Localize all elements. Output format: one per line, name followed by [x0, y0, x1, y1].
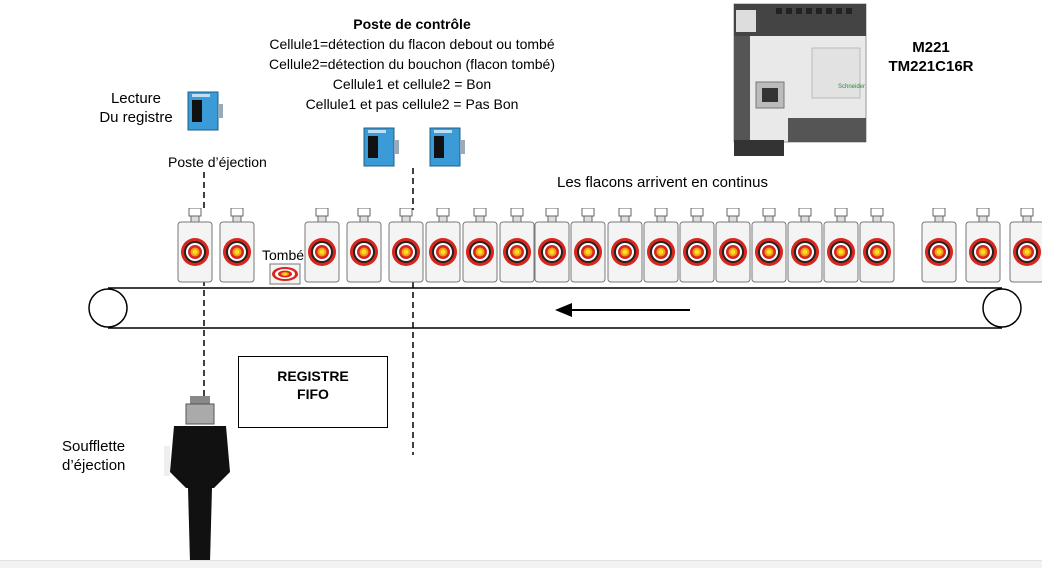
bottle-upright-icon [533, 207, 571, 284]
control-station-line: Cellule2=détection du bouchon (flacon to… [268, 56, 556, 72]
bottle-upright-icon [714, 207, 752, 284]
bottle-upright-icon [606, 207, 644, 284]
bottle-upright-icon [218, 207, 256, 284]
bottle-upright-icon [1008, 207, 1042, 284]
fifo-register-box: REGISTRE FIFO [238, 356, 388, 428]
read-sensor-icon [186, 90, 224, 134]
register-box-line2: FIFO [297, 386, 329, 402]
blower-line2: d’éjection [62, 457, 126, 474]
blower-line1: Soufflette [62, 438, 126, 455]
control-station-title: Poste de contrôle [353, 16, 471, 32]
control-sensor-2-icon [428, 126, 466, 170]
bottle-upright-icon [642, 207, 680, 284]
bottle-upright-icon [920, 207, 958, 284]
plc-model-line2: TM221C16R [888, 58, 974, 75]
bottle-upright-icon [176, 207, 214, 284]
bottle-fallen-icon [268, 262, 302, 286]
bottle-upright-icon [750, 207, 788, 284]
fallen-bottle-label: Tombé [262, 247, 305, 263]
blower-label: Soufflette d’éjection [62, 437, 125, 475]
read-register-label: Lecture Du registre [96, 89, 176, 127]
conveyor-roller-left [88, 288, 128, 328]
bottle-upright-icon [786, 207, 824, 284]
bottle-upright-icon [345, 207, 383, 284]
plc-model-line1: M221 [912, 39, 950, 56]
control-station-label: Poste de contrôle Cellule1=détection du … [262, 14, 562, 114]
bottle-upright-icon [569, 207, 607, 284]
svg-text:Schneider: Schneider [838, 84, 865, 90]
bottle-upright-icon [424, 207, 462, 284]
blower-nozzle-icon [160, 392, 240, 562]
plc-controller-icon: Schneider [728, 0, 874, 158]
flow-label: Les flacons arrivent en continus [557, 174, 768, 191]
bottom-scroll-bar[interactable] [0, 560, 1042, 568]
ejection-station-label: Poste d’éjection [168, 154, 267, 170]
bottle-upright-icon [387, 207, 425, 284]
bottle-upright-icon [303, 207, 341, 284]
control-sensor-1-icon [362, 126, 400, 170]
read-register-line1: Lecture [110, 90, 162, 107]
bottle-upright-icon [461, 207, 499, 284]
conveyor-belt [88, 287, 1022, 329]
bottle-upright-icon [822, 207, 860, 284]
bottle-upright-icon [964, 207, 1002, 284]
bottle-upright-icon [858, 207, 896, 284]
plc-model-label: M221 TM221C16R [876, 38, 986, 76]
bottle-upright-icon [498, 207, 536, 284]
control-station-line: Cellule1 et pas cellule2 = Pas Bon [305, 96, 519, 112]
control-station-line: Cellule1 et cellule2 = Bon [332, 76, 492, 92]
register-box-line1: REGISTRE [277, 368, 349, 384]
read-register-line2: Du registre [99, 109, 173, 126]
conveyor-roller-right [982, 288, 1022, 328]
control-station-line: Cellule1=détection du flacon debout ou t… [269, 36, 555, 52]
bottle-upright-icon [678, 207, 716, 284]
direction-arrow-icon [555, 303, 690, 317]
